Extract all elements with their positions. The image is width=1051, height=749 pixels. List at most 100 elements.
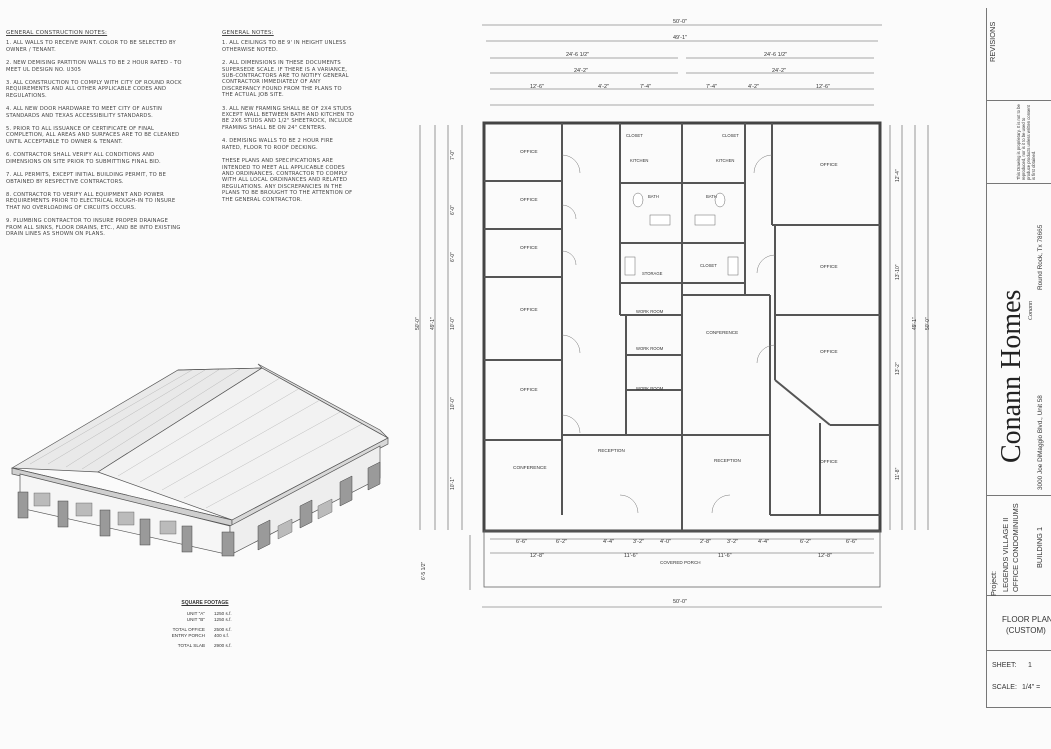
sqft-row: UNIT "A"1250 s.f.: [160, 611, 250, 617]
room-label: OFFICE: [820, 460, 838, 465]
dim-left-seg: 10'-1": [450, 477, 456, 490]
dim-seg-bottom: 6'-2": [800, 539, 811, 545]
scale-value: 1/4" =: [1022, 684, 1041, 691]
dim-right-seg: 12'-4": [895, 169, 901, 182]
sqft-value: 2900 s.f.: [214, 643, 232, 649]
room-label: OFFICE: [520, 150, 538, 155]
porch-label: COVERED PORCH: [660, 560, 701, 565]
title-block-divider: [986, 650, 1051, 651]
sqft-label: ENTRY PORCH: [171, 632, 205, 638]
sheet-subtitle: (CUSTOM): [1006, 626, 1046, 635]
sqft-value: 400 s.f.: [214, 632, 230, 638]
sheet-number: 1: [1028, 662, 1032, 669]
sheet-title: FLOOR PLAN: [1002, 615, 1051, 624]
general-construction-notes: GENERAL CONSTRUCTION NOTES: 1. ALL WALLS…: [6, 30, 184, 244]
room-label: WORK ROOM: [636, 346, 664, 351]
project-name-line-2: OFFICE CONDOMINIUMS: [1011, 503, 1020, 592]
room-label: CLOSET: [700, 263, 717, 268]
project-label: Project:: [989, 570, 998, 596]
general-note: 4. DEMISING WALLS TO BE 2 HOUR FIRE RATE…: [222, 138, 334, 151]
construction-note: 4. ALL NEW DOOR HARDWARE TO MEET CITY OF…: [6, 106, 163, 119]
general-notes: GENERAL NOTES: 1. ALL CEILINGS TO BE 9' …: [222, 30, 354, 210]
dim-overall-width: 50'-0": [673, 19, 688, 25]
construction-note: 8. CONTRACTOR TO VERIFY ALL EQUIPMENT AN…: [6, 191, 176, 211]
dim-right-seg: 11'-8": [895, 467, 901, 480]
sqft-label: UNIT "B": [186, 616, 205, 622]
room-label: STORAGE: [642, 271, 663, 276]
room-label: CONFERENCE: [513, 466, 547, 471]
sqft-row: TOTAL OFFICE 2500 s.f.: [160, 627, 250, 633]
address-line-1: Round Rock, Tx 78665: [1037, 224, 1044, 290]
dim-seg-bottom: 4'-4": [603, 539, 614, 545]
dim-inner-width: 49'-1": [673, 35, 688, 41]
room-label: CONFERENCE: [706, 330, 739, 335]
room-label: OFFICE: [520, 246, 538, 251]
dim-seg-bottom2: 11'-6": [718, 553, 732, 559]
dim-right-seg: 13'-2": [895, 362, 901, 375]
building-elevation-rendering: [10, 363, 389, 557]
sqft-value: 1250 s.f.: [214, 616, 232, 622]
dim-right-height-inner: 49'-1": [912, 317, 918, 330]
sheet-number-label: SHEET:: [992, 662, 1017, 669]
dim-seg-bottom: 2'-8": [700, 539, 711, 545]
revisions-label: REVISIONS: [988, 21, 997, 62]
room-label: OFFICE: [820, 163, 838, 168]
dim-seg-top: 7'-4": [640, 84, 651, 90]
general-note: 1. ALL CEILINGS TO BE 9' IN HEIGHT UNLES…: [222, 40, 347, 53]
sqft-label: UNIT "A": [186, 611, 205, 616]
dim-right-height: 50'-0": [925, 317, 931, 330]
room-label: KITCHEN: [630, 158, 649, 163]
room-label: WORK ROOM: [636, 386, 664, 391]
general-notes-title: GENERAL NOTES:: [222, 30, 274, 36]
title-block-border: [986, 8, 987, 708]
title-block-divider: [986, 595, 1051, 596]
dim-left-seg: 10'-0": [450, 397, 456, 410]
dim-seg-bottom: 6'-2": [556, 539, 567, 545]
dim-seg-top: 12'-6": [530, 84, 545, 90]
construction-note: 9. PLUMBING CONTRACTOR TO INSURE PROPER …: [6, 218, 181, 237]
construction-notes-title: GENERAL CONSTRUCTION NOTES:: [6, 30, 108, 36]
dim-right-seg: 13'-10": [895, 264, 901, 280]
project-name-line-1: LEGENDS VILLAGE II: [1001, 517, 1010, 592]
room-label: OFFICE: [520, 308, 538, 313]
company-name: Conann Homes: [996, 289, 1027, 463]
room-label: OFFICE: [820, 350, 838, 355]
room-label: WORK ROOM: [636, 309, 664, 314]
dim-seg-bottom: 4'-4": [758, 539, 769, 545]
dim-half-right: 24'-6 1/2": [764, 52, 788, 58]
sqft-label: TOTAL OFFICE: [172, 627, 205, 633]
title-block-divider: [986, 183, 1051, 184]
building-label: BUILDING 1: [1035, 526, 1044, 568]
scale-label: SCALE:: [992, 684, 1017, 691]
dim-inner-left: 24'-2": [574, 68, 589, 74]
dim-left-seg: 6'-0": [450, 252, 456, 262]
dim-seg-bottom: 3'-2": [727, 539, 738, 545]
dim-inner-right: 24'-2": [772, 68, 787, 74]
company-signature: Conann: [1028, 300, 1034, 320]
dim-seg-top: 4'-2": [598, 84, 609, 90]
room-label: RECEPTION: [714, 458, 741, 463]
dim-porch-depth: 6'-5 1/2": [421, 561, 427, 580]
title-block-divider: [986, 707, 1051, 708]
construction-note: 2. NEW DEMISING PARTITION WALLS TO BE 2 …: [6, 60, 182, 73]
dim-seg-top: 12'-6": [816, 84, 831, 90]
dim-seg-bottom: 3'-2": [633, 539, 644, 545]
sqft-row: ENTRY PORCH 400 s.f.: [160, 633, 250, 639]
square-footage-title: SQUARE FOOTAGE: [181, 600, 229, 606]
dim-left-height-inner: 49'-1": [430, 317, 436, 330]
construction-note: 1. ALL WALLS TO RECEIVE PAINT. COLOR TO …: [6, 40, 176, 53]
dim-seg-bottom2: 12'-8": [530, 553, 545, 559]
dim-left-seg: 7'-0": [450, 150, 456, 160]
dim-seg-top: 7'-4": [706, 84, 717, 90]
title-block-divider: [986, 100, 1051, 101]
room-label: CLOSET: [722, 133, 739, 138]
dim-half-left: 24'-6 1/2": [566, 52, 590, 58]
sqft-value: 2500 s.f.: [214, 627, 232, 633]
sqft-row: UNIT "B" 1250 s.f.: [160, 617, 250, 623]
dim-seg-top: 4'-2": [748, 84, 759, 90]
construction-note: 3. ALL CONSTRUCTION TO COMPLY WITH CITY …: [6, 80, 182, 99]
construction-note: 5. PRIOR TO ALL ISSUANCE OF CERTIFICATE …: [6, 126, 180, 145]
floor-plan: [419, 24, 929, 608]
